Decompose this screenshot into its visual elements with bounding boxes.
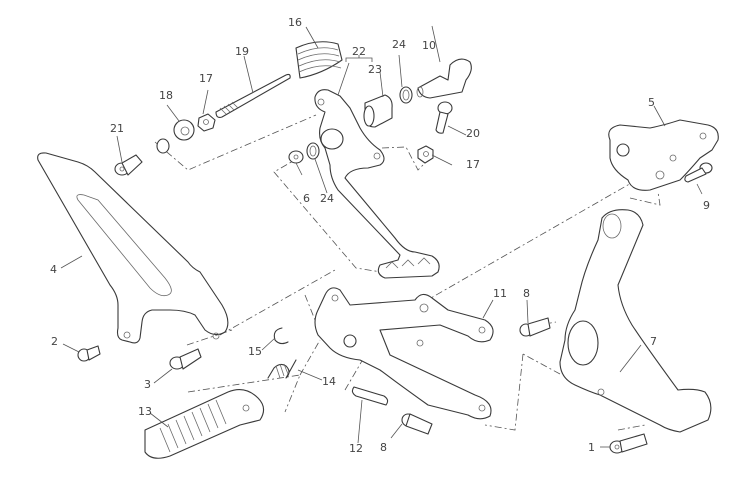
callout-22: 22 xyxy=(352,45,366,58)
part-17-nut-lower xyxy=(417,145,434,164)
callout-8-lower: 8 xyxy=(380,441,387,454)
part-2-bolt xyxy=(77,345,101,362)
callout-23: 23 xyxy=(368,63,382,76)
part-16-spring xyxy=(295,41,343,79)
part-5-bracket xyxy=(608,119,719,191)
callout-3: 3 xyxy=(144,378,151,391)
callout-24-lower: 24 xyxy=(320,192,334,205)
callout-6: 6 xyxy=(303,192,310,205)
callout-13: 13 xyxy=(138,405,152,418)
callout-4: 4 xyxy=(50,263,57,276)
part-10-pivot-pin xyxy=(416,58,472,99)
callout-19: 19 xyxy=(235,45,249,58)
part-8-bolt-lower xyxy=(401,413,433,435)
part-20-bolt xyxy=(435,101,453,134)
part-3-bolt xyxy=(169,348,202,370)
part-6-washer xyxy=(288,150,304,164)
callout-12: 12 xyxy=(349,442,363,455)
part-8-bolt-right xyxy=(519,317,551,337)
part-22-brake-pedal xyxy=(314,89,440,279)
part-19-threaded-rod xyxy=(215,73,291,118)
part-24-washer-upper xyxy=(399,86,413,104)
callout-labels: 1 2 3 4 5 6 7 8 8 9 10 11 12 13 14 15 16… xyxy=(50,16,710,455)
callout-18: 18 xyxy=(159,89,173,102)
part-17-nut-upper xyxy=(197,113,216,132)
part-11-footpeg-bracket xyxy=(314,287,494,420)
part-7-hanger xyxy=(559,209,712,433)
part-12-pin xyxy=(351,386,389,406)
callout-24-upper: 24 xyxy=(392,38,406,51)
part-14-spring xyxy=(267,359,297,379)
callout-11: 11 xyxy=(493,287,507,300)
part-24-washer-lower xyxy=(306,142,320,160)
part-13-footpeg xyxy=(144,389,265,459)
part-21-bolt xyxy=(114,154,143,176)
callout-17-lower: 17 xyxy=(466,158,480,171)
callout-16: 16 xyxy=(288,16,302,29)
part-15-clip xyxy=(273,327,289,345)
callout-9: 9 xyxy=(703,199,710,212)
part-18-bushing xyxy=(156,119,195,154)
callout-15: 15 xyxy=(248,345,262,358)
callout-5: 5 xyxy=(648,96,655,109)
part-9-bolt xyxy=(684,162,713,183)
part-4-heel-guard xyxy=(37,152,229,344)
part-23-sleeve xyxy=(363,94,393,128)
callout-17-upper: 17 xyxy=(199,72,213,85)
part-1-bolt xyxy=(609,433,648,454)
callout-7: 7 xyxy=(650,335,657,348)
callout-1: 1 xyxy=(588,441,595,454)
leader-lines xyxy=(60,25,703,448)
callout-21: 21 xyxy=(110,122,124,135)
callout-20: 20 xyxy=(466,127,480,140)
callout-14: 14 xyxy=(322,375,336,388)
callout-10: 10 xyxy=(422,39,436,52)
callout-2: 2 xyxy=(51,335,58,348)
callout-8-right: 8 xyxy=(523,287,530,300)
